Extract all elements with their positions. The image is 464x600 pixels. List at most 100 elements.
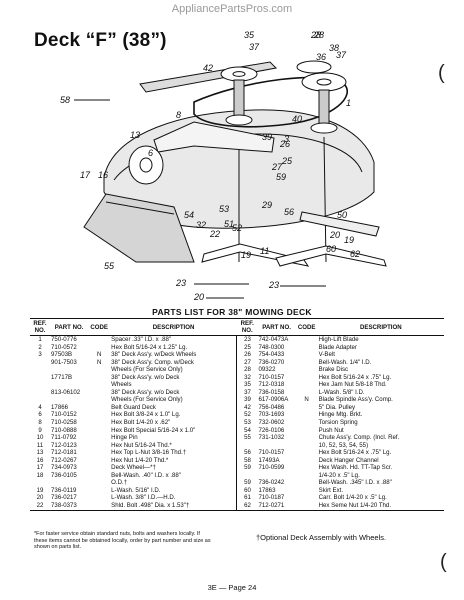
cell-code [296,434,318,442]
callout-label: 58 [60,95,70,105]
callout-label: 20 [193,292,204,302]
cell-code [88,366,110,374]
cell-ref: 55 [236,434,258,442]
cell-desc: Hex Bolt 5/16-24 x .75" Lg. [318,373,392,381]
col-code-header: CODE [88,318,111,336]
cell-desc: Deck Hanger Channel [318,456,379,464]
cell-code [88,427,110,435]
cell-code [296,487,318,495]
cell-ref: 4 [38,403,42,411]
cell-code [88,404,110,412]
cell-ref: 22 [30,502,51,511]
cell-desc: Wheels (For Service Only) [111,396,183,404]
cell-desc: Hex Bolt Special 5/16-24 x 1.0" [111,426,196,434]
cell-code [296,464,318,472]
callout-label: 25 [281,156,293,166]
cell-ref: 42 [236,403,258,412]
cell-ref [30,389,50,397]
cell-ref: 26 [236,351,258,359]
cell-desc: Deck Wheel—*† [111,464,156,472]
cell-ref [30,374,50,382]
cell-desc: V-Belt [318,351,335,359]
cell-ref: 59 [236,464,258,472]
cell-desc: Brake Disc [318,366,349,374]
cell-desc: Hinge Mtg. Brkt. [318,411,363,419]
cell-part: 712-0318 [258,381,285,389]
cell-desc: Hex Bolt 5/16-24 x .75" Lg. [318,449,392,457]
cell-code [296,427,318,435]
cell-desc: L-Wash. 3/8" I.D.—H.D. [111,494,176,502]
cell-code [88,344,110,352]
cell-desc: 10, 52, 53, 54, 55) [318,441,369,449]
cell-part: 17717B [51,373,73,381]
page-number: 3E — Page 24 [207,583,257,592]
cell-code [296,411,318,419]
cell-desc: Shld. Bolt .498" Dia. x 1.53"† [110,502,237,511]
cell-code [296,457,318,465]
cell-code [296,404,318,412]
cell-ref: 58 [236,456,258,465]
cell-code [296,381,318,389]
cell-part: 712-0267 [51,456,77,464]
col-code-header: CODE [295,318,318,336]
cell-ref [30,381,50,389]
cell-ref [30,359,50,367]
cell-desc: Bell-Wash. 1/4" I.D. [318,358,372,366]
watermark: AppliancePartsPros.com [171,3,293,15]
cell-code [296,449,318,457]
cell-ref: 2 [38,343,42,351]
col-ref-header: REF. NO. [236,318,258,336]
cell-part: 738-0373 [50,502,89,511]
callout-label: 59 [276,172,286,182]
cell-desc: L-Wash. 5/16" I.D. [111,486,161,494]
cell-desc: Spacer .33" I.D. x .88" [111,336,172,343]
cell-ref: 1 [38,336,42,343]
callout-label: 35 [244,30,255,40]
cell-code [88,494,110,502]
parts-table: REF. NO. PART NO. CODE DESCRIPTION REF. … [30,318,444,511]
cell-desc: Hex Seme Nut 1/4-20 Thd. [317,502,444,511]
cell-desc: Chute Ass'y. Comp. (Incl. Ref. [318,434,400,442]
callout-label: 54 [184,210,194,220]
cell-ref: 53 [236,419,258,427]
cell-code [88,419,110,427]
callout-label: 37 [336,50,347,60]
exploded-deck-diagram: 35 37 28 42 58 8 17 16 13 6 36 38 37 1 3… [60,30,387,302]
cell-desc: Belt Guard Deck [111,403,156,411]
cell-part: 703-1693 [258,411,285,419]
callout-label: 6 [148,148,153,158]
cell-ref [30,366,50,374]
cell-code [88,442,110,450]
optional-note: †Optional Deck Assembly with Wheels. [256,533,387,542]
cell-code [296,472,318,480]
cell-part: 731-1032 [258,434,285,442]
cell-ref: 54 [236,426,258,435]
callout-label: 19 [241,250,251,260]
cell-desc: Hex Bolt 3/8-24 x 1.0" Lg. [111,411,181,419]
callout-label: 28 [310,30,321,40]
cell-ref: 11 [36,441,44,449]
col-part-header: PART NO. [50,318,89,336]
cell-part [50,479,88,487]
callout-label: 40 [292,114,302,124]
cell-code [296,419,318,427]
cell-ref: 39 [236,396,258,404]
cell-part: 17493A [258,456,280,464]
cell-desc: O.D.† [111,479,128,487]
cell-part: 732-0602 [258,419,285,427]
cell-code [88,487,110,495]
cell-part: 901-7503 [51,358,77,366]
cell-part: 736-0158 [258,388,285,396]
cell-part: 617-0906A [258,396,289,404]
cell-part: 710-0599 [258,464,285,472]
cell-part [258,472,296,480]
cell-part: 710-0572 [51,343,77,351]
